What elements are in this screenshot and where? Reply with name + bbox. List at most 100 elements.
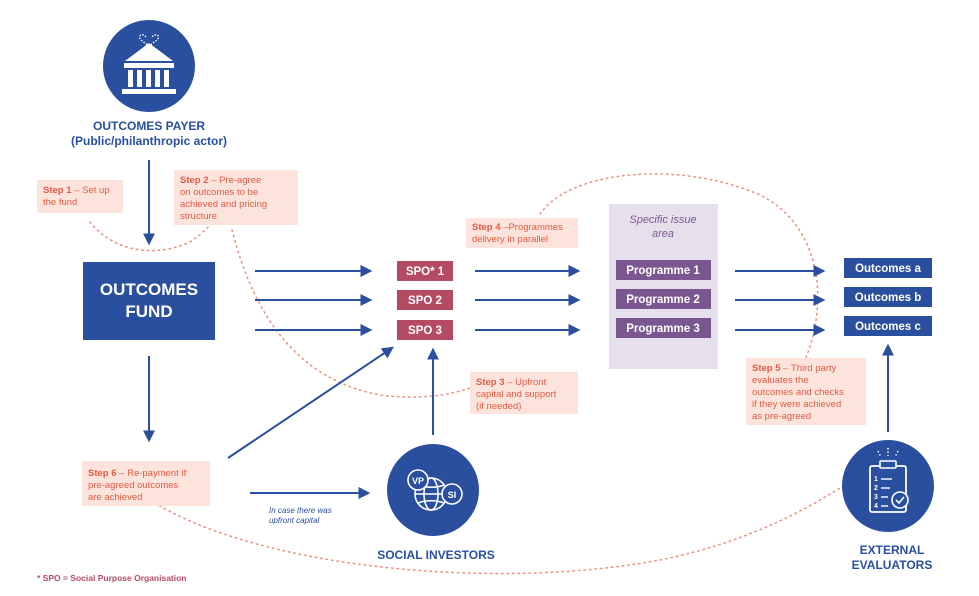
step3-label: Step 3: [476, 377, 505, 388]
svg-text:Step 6 – Re-payment if: Step 6 – Re-payment if: [88, 468, 187, 479]
investors-note-line1: In case there was: [269, 506, 332, 515]
issue-area-panel: Specific issue area Programme 1 Programm…: [609, 204, 718, 369]
outcome-c-label: Outcomes c: [855, 321, 921, 333]
step5-note: Step 5 – Third party evaluates the outco…: [746, 358, 866, 425]
step5-line-4: if they were achieved: [752, 399, 841, 410]
step3-bg: [470, 372, 578, 414]
arrow-repayment-to-spo3: [227, 346, 394, 459]
step6-line-2: pre-agreed outcomes: [88, 480, 179, 491]
investors-note-line2: upfront capital: [269, 516, 319, 525]
step6-line-3: are achieved: [88, 492, 142, 503]
step4-bg: [466, 218, 578, 248]
outcomes-fund-line2: FUND: [125, 302, 172, 321]
payer-icon-group: [103, 20, 195, 112]
spo1-bg: [397, 261, 453, 281]
step6-bg: [82, 461, 210, 506]
outcome-a-bg: [844, 258, 932, 278]
footnote: * SPO = Social Purpose Organisation: [37, 573, 187, 583]
checklist-number-1: 1: [874, 476, 878, 483]
evaluators-line1: EXTERNAL: [860, 543, 925, 557]
step1-line-1: – Set up: [72, 185, 110, 196]
spo2-label: SPO 2: [408, 295, 442, 307]
step1-note: Step 1 – Set up the fund: [37, 180, 123, 213]
outcome-b-bg: [844, 287, 932, 307]
step1-bg: [37, 180, 123, 213]
dotted-curve-step2-loop: [231, 229, 471, 398]
step4-note: Step 4 –Programmes delivery in parallel: [466, 218, 578, 248]
step6-label: Step 6: [88, 468, 117, 479]
check-badge: [891, 491, 909, 509]
step3-line-1: – Upfront: [505, 377, 547, 388]
programme2-label: Programme 2: [626, 294, 700, 306]
outcomes-fund-line1: OUTCOMES: [100, 280, 198, 299]
investors-label: SOCIAL INVESTORS: [377, 548, 495, 562]
clipboard-checklist-icon: 1 2 3 4: [869, 448, 909, 513]
step5-line-1: – Third party: [781, 363, 837, 374]
outcome-b-label: Outcomes b: [855, 292, 921, 304]
programme3-label: Programme 3: [626, 323, 700, 335]
fund-to-spo-arrows: [255, 265, 373, 336]
outcome-boxes: Outcomes a Outcomes b Outcomes c: [844, 258, 932, 336]
step1-line-2: the fund: [43, 197, 77, 208]
investors-circle: [387, 444, 479, 536]
si-badge: [441, 483, 463, 505]
spo-to-programme-arrows: [475, 265, 581, 336]
investors-icon-group: VP SI: [387, 444, 479, 536]
step2-line-3: achieved and pricing: [180, 199, 267, 210]
step2-bg: [174, 170, 298, 225]
vp-badge-text: VP: [412, 476, 424, 486]
vp-badge: [407, 469, 429, 491]
step2-line-1: – Pre-agree: [209, 175, 262, 186]
outcomes-fund-bg: [83, 262, 215, 340]
step5-bg: [746, 358, 866, 425]
step5-label: Step 5: [752, 363, 781, 374]
outcome-c-bg: [844, 316, 932, 336]
step3-line-3: (if needed): [476, 401, 521, 412]
spo1-label: SPO* 1: [406, 266, 445, 278]
evaluators-line2: EVALUATORS: [852, 558, 933, 572]
step2-label: Step 2: [180, 175, 209, 186]
programme1-bg: [616, 260, 711, 280]
step5-line-5: as pre-agreed: [752, 411, 811, 422]
si-badge-text: SI: [448, 490, 457, 500]
bank-building-icon: [122, 33, 176, 94]
spo-boxes: SPO* 1 SPO 2 SPO 3: [397, 261, 453, 340]
programme2-bg: [616, 289, 711, 309]
issue-area-line1: Specific issue: [629, 214, 696, 226]
spo3-label: SPO 3: [408, 325, 442, 337]
step4-line-1: –Programmes: [501, 222, 564, 233]
evaluators-circle: [842, 440, 934, 532]
programme-to-outcome-arrows: [735, 265, 826, 336]
step1-label: Step 1: [43, 185, 72, 196]
step4-label: Step 4: [472, 222, 501, 233]
svg-text:Step 4 –Programmes: Step 4 –Programmes: [472, 222, 563, 233]
spo2-bg: [397, 290, 453, 310]
step6-note: Step 6 – Re-payment if pre-agreed outcom…: [82, 461, 210, 506]
step3-note: Step 3 – Upfront capital and support (if…: [470, 372, 578, 414]
step6-line-1: – Re-payment if: [117, 468, 187, 479]
checklist-number-4: 4: [874, 503, 878, 510]
outcome-a-label: Outcomes a: [855, 263, 921, 275]
step5-line-3: outcomes and checks: [752, 387, 844, 398]
checklist-number-2: 2: [874, 485, 878, 492]
svg-text:Step 5 – Third party: Step 5 – Third party: [752, 363, 837, 374]
programme3-bg: [616, 318, 711, 338]
svg-text:Step 1 – Set up: Step 1 – Set up: [43, 185, 110, 196]
issue-area-line2: area: [652, 228, 674, 240]
step2-line-4: structure: [180, 211, 217, 222]
evaluators-icon-group: 1 2 3 4: [842, 440, 934, 532]
payer-title: OUTCOMES PAYER: [93, 119, 205, 133]
dotted-curve-bottom-arc: [149, 484, 846, 575]
checklist-number-3: 3: [874, 494, 878, 501]
svg-text:Step 2 – Pre-agree: Step 2 – Pre-agree: [180, 175, 261, 186]
step3-line-2: capital and support: [476, 389, 557, 400]
step4-line-2: delivery in parallel: [472, 234, 548, 245]
step5-line-2: evaluates the: [752, 375, 809, 386]
svg-text:Step 3 – Upfront: Step 3 – Upfront: [476, 377, 547, 388]
issue-area-bg: [609, 204, 718, 369]
programme1-label: Programme 1: [626, 265, 700, 277]
step2-line-2: on outcomes to be: [180, 187, 258, 198]
outcomes-fund-box: OUTCOMES FUND: [83, 262, 215, 340]
step2-note: Step 2 – Pre-agree on outcomes to be ach…: [174, 170, 298, 225]
